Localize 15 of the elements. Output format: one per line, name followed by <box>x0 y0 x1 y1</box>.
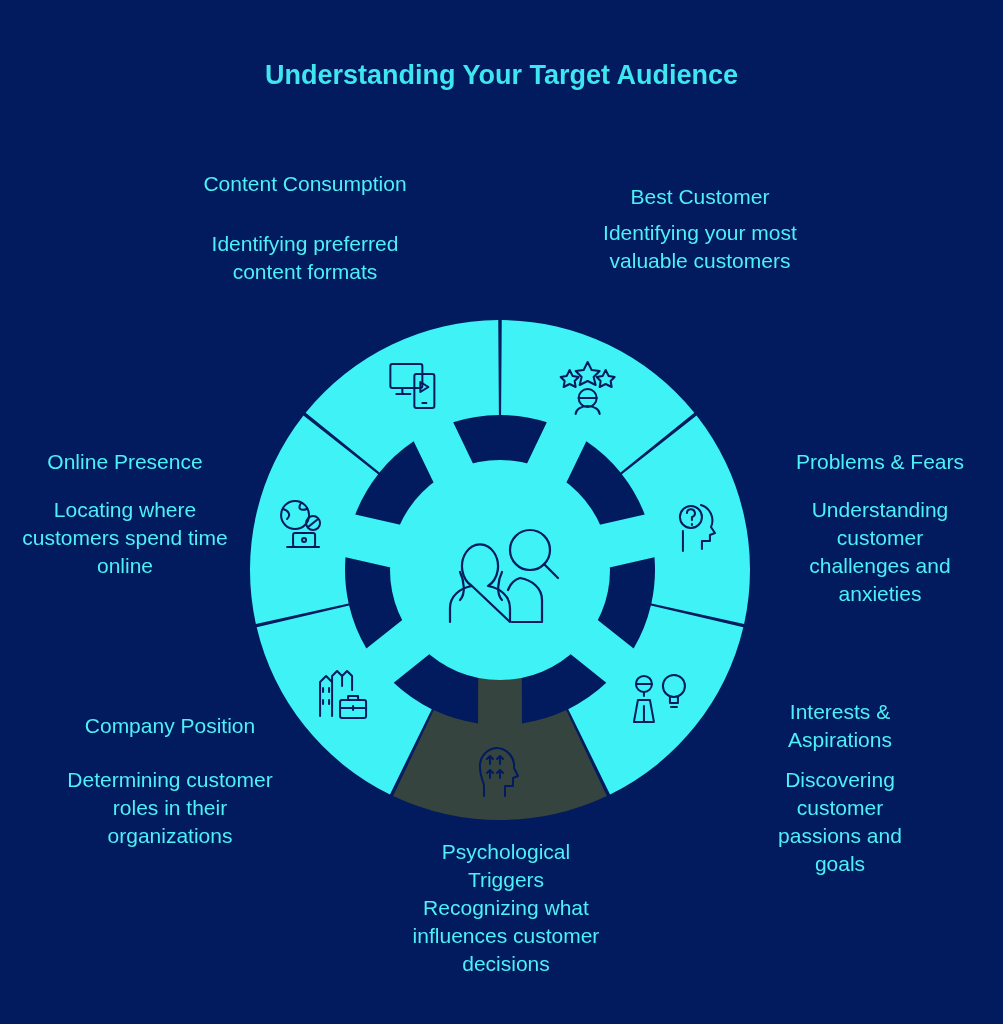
segment-description: Recognizing what influences customer decisions <box>412 896 600 975</box>
segment-description: Identifying your most valuable customers <box>603 221 797 272</box>
segment-description: Identifying preferred content formats <box>211 232 399 283</box>
segment-heading: Company Position <box>84 714 256 737</box>
segment-heading: Online Presence <box>47 450 203 473</box>
segment-heading: Best Customer <box>630 185 770 208</box>
segment-heading: Psychological Triggers <box>441 840 571 891</box>
segment-heading: Problems & Fears <box>795 450 965 473</box>
title: Understanding Your Target Audience <box>264 60 739 90</box>
segment-description: Determining customer roles in their organizations <box>67 768 273 847</box>
segment-description: Understanding customer challenges and anxieties <box>809 498 951 605</box>
segment-heading: Interests & Aspirations <box>788 700 892 751</box>
segment-description: Discovering customer passions and goals <box>778 768 902 875</box>
segment-description: Locating where customers spend time online <box>22 498 228 577</box>
segment-heading: Content Consumption <box>203 172 407 195</box>
